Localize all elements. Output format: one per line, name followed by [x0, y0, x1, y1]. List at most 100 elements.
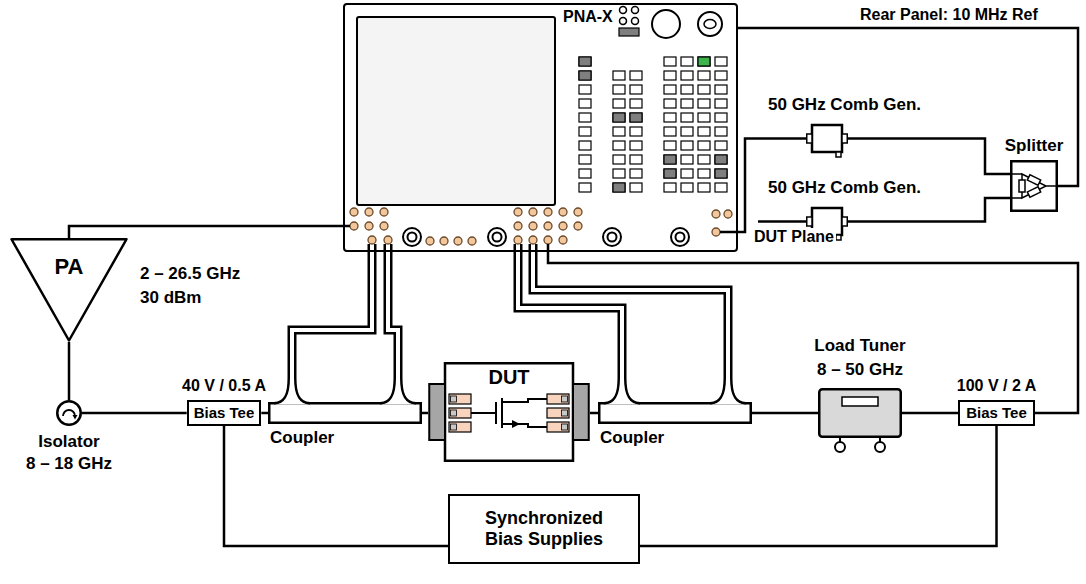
- dc-stub: [836, 235, 841, 240]
- node-label: 50 GHz Comb Gen.: [768, 178, 921, 198]
- coupler-arm: [604, 378, 640, 403]
- rf-connectors: [403, 228, 689, 246]
- tuner-slot: [842, 397, 878, 406]
- power-amplifier: PA: [10, 238, 128, 342]
- node-label: PA: [55, 254, 84, 279]
- coax-cable: [82, 412, 187, 415]
- coupler-arm: [710, 378, 746, 403]
- coax-cable: [848, 139, 1010, 175]
- node-label: DUT: [488, 366, 529, 389]
- coupler-arm: [274, 378, 310, 403]
- tuner-knob: [875, 442, 885, 452]
- pad-contact: [562, 424, 568, 430]
- coax-cable: [590, 412, 598, 415]
- coupler-body: [269, 403, 421, 423]
- connector: [807, 217, 812, 226]
- resistor-symbol: [1027, 187, 1040, 198]
- comb-generator: 50 GHz Comb Gen.: [806, 122, 848, 155]
- coupler-body: [599, 403, 751, 423]
- coupler-outline: [598, 378, 752, 424]
- bias-tee: 100 V / 2 ABias Tee: [958, 400, 1035, 425]
- spec-label: 2 – 26.5 GHz: [138, 264, 242, 284]
- port-stubs: [344, 226, 738, 252]
- bond-pad: [547, 408, 569, 418]
- coax-cable: [388, 252, 398, 378]
- cable-core: [292, 252, 372, 378]
- resistor-network: [1010, 174, 1058, 198]
- pad-contact: [451, 396, 457, 402]
- load-tuner: Load Tuner8 – 50 GHz: [818, 388, 902, 438]
- cable-core: [533, 252, 728, 378]
- directional-coupler: Coupler: [268, 378, 422, 424]
- coax-cable: [224, 426, 448, 546]
- pad-contact: [451, 424, 457, 430]
- edge-label: Rear Panel: 10 MHz Ref: [858, 6, 1040, 24]
- coax-cable: [640, 426, 997, 546]
- bond-pad: [449, 422, 471, 432]
- coupler-outline: [268, 378, 422, 424]
- node-label: Synchronized Bias Supplies: [474, 508, 614, 549]
- rotary-knob: [652, 10, 680, 38]
- node-label: 100 V / 2 A: [957, 377, 1036, 395]
- connector: [842, 217, 847, 226]
- coupler-arm: [274, 378, 310, 405]
- coax-cable: [533, 252, 728, 378]
- rotary-knob: [698, 12, 722, 36]
- fixture-block: [429, 384, 445, 440]
- node-label: 8 – 18 GHz: [26, 454, 112, 474]
- splitter-outline: [1010, 160, 1058, 212]
- bond-pad: [547, 394, 569, 404]
- tuner-knob: [835, 442, 845, 452]
- comb-outline: [806, 122, 848, 155]
- connector: [842, 134, 847, 143]
- tuner-body: [819, 389, 901, 437]
- coax-cable: [69, 226, 343, 238]
- isolator-arrowhead: [73, 415, 78, 420]
- coupler-arm: [380, 378, 416, 405]
- coax-cable: [422, 412, 428, 415]
- pad-contact: [562, 410, 568, 416]
- key-block: [612, 70, 646, 196]
- node-label: PNA-X: [563, 8, 613, 26]
- tuner-outline: [818, 388, 902, 438]
- amplifier-triangle: [12, 239, 127, 340]
- coax-cable: [68, 342, 71, 400]
- isolator-circle: [57, 401, 81, 425]
- spec-label: 30 dBm: [138, 288, 203, 308]
- bond-pad: [449, 408, 471, 418]
- node-label: Isolator: [38, 432, 99, 452]
- node-label: 8 – 50 GHz: [817, 360, 903, 380]
- directional-coupler: Coupler: [598, 378, 752, 424]
- knob-stem: [840, 438, 880, 442]
- test-ports: [350, 208, 732, 245]
- node-label: Bias Tee: [194, 404, 255, 421]
- network-analyzer: PNA-X: [343, 3, 738, 252]
- pad-contact: [451, 410, 457, 416]
- pad-contact: [562, 396, 568, 402]
- dut-fixture: DUT: [428, 362, 590, 462]
- node-label: Bias Tee: [966, 404, 1027, 421]
- tri-outline: [10, 238, 128, 342]
- power-key: [619, 28, 639, 36]
- power-splitter: Splitter: [1010, 160, 1058, 212]
- fixture-block: [573, 384, 589, 440]
- connector-group: [69, 28, 1078, 546]
- transistor-arrow: [512, 420, 520, 428]
- dark-keys: [579, 57, 727, 192]
- isolator: Isolator8 – 18 GHz: [56, 400, 82, 426]
- knob-detail: [704, 20, 716, 29]
- coupler-arm: [710, 378, 746, 405]
- node-label: Coupler: [270, 428, 334, 448]
- connector-group: [292, 252, 728, 378]
- coax-cable: [261, 412, 268, 415]
- comb-body: [812, 125, 842, 152]
- bias-supply: Synchronized Bias Supplies: [448, 494, 640, 564]
- coupler-arm: [604, 378, 640, 405]
- coax-cable: [752, 412, 818, 415]
- bond-pad: [547, 422, 569, 432]
- bond-pad: [449, 394, 471, 404]
- analyzer-screen: [357, 17, 555, 205]
- transistor-symbol: [471, 398, 547, 428]
